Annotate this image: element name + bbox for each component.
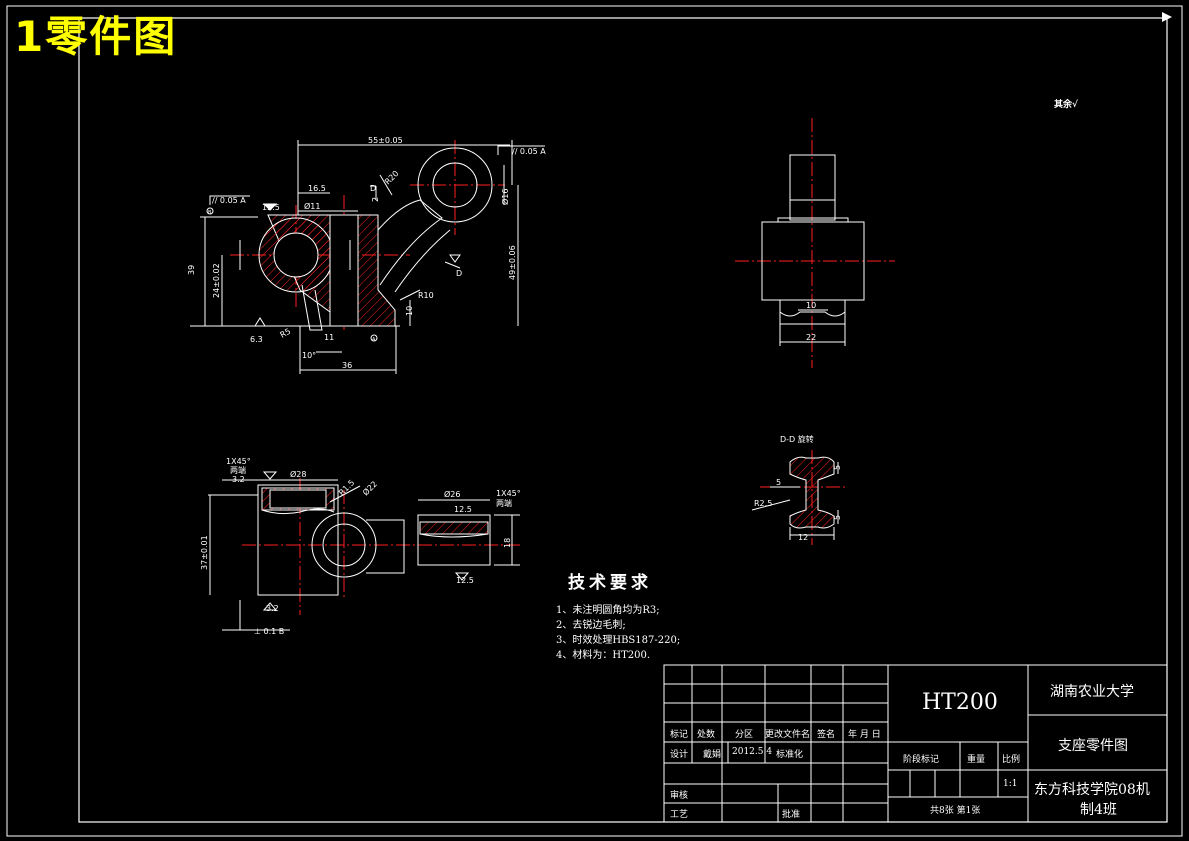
projection-arrow-icon <box>1162 12 1172 22</box>
section-dim-5c: 5 <box>833 515 842 520</box>
tb-col-date: 年 月 日 <box>848 730 881 740</box>
top-rough-3-2: 3.2 <box>232 475 245 484</box>
tb-design: 设计 <box>670 750 689 760</box>
top-dim-28: Ø28 <box>290 469 306 479</box>
top-chamfer-b2: 两端 <box>496 498 512 508</box>
tol-a: // 0.05 A <box>212 196 246 205</box>
main-view <box>190 140 545 374</box>
tech-requirements: 技术要求 1、未注明圆角均为R3; 2、去锐边毛刺; 3、时效处理HBS187-… <box>556 568 680 663</box>
dim-2: 2 <box>371 197 380 202</box>
dim-55: 55±0.05 <box>368 136 403 145</box>
tb-scale: 1:1 <box>1003 779 1018 789</box>
outer-border <box>6 5 1183 837</box>
tb-class-line1: 东方科技学院08机 <box>1034 782 1150 798</box>
inner-border <box>78 17 1168 823</box>
dim-r10: R10 <box>418 291 434 300</box>
tb-standardize: 标准化 <box>776 750 804 760</box>
side-dim-22: 22 <box>806 333 816 342</box>
dim-24: 24±0.02 <box>212 263 221 298</box>
dim-10: 10 <box>405 306 414 316</box>
section-dim-5b: 5 <box>776 478 781 487</box>
tb-material: HT200 <box>922 690 998 715</box>
tb-col-change-doc: 更改文件名 <box>765 730 811 740</box>
tb-class-line2: 制4班 <box>1080 802 1117 818</box>
dim-11b: 11 <box>324 333 334 342</box>
section-view <box>751 450 845 545</box>
section-d-bottom: D <box>456 269 462 278</box>
dim-r5: R5 <box>279 327 293 340</box>
tech-item: 1、未注明圆角均为R3; <box>556 605 660 616</box>
tol-b: // 0.05 A <box>512 147 546 156</box>
tech-item: 2、去锐边毛刺; <box>556 620 626 631</box>
datum-a: A <box>372 337 376 343</box>
top-dim-22: Ø22 <box>360 479 379 498</box>
top-rough-12-5b: 12.5 <box>456 576 474 585</box>
tb-col-sign: 签名 <box>817 730 836 740</box>
section-dim-12: 12 <box>798 533 808 542</box>
tb-drawing-name: 支座零件图 <box>1058 738 1128 754</box>
top-dim-26: Ø26 <box>444 489 460 499</box>
tb-approve: 批准 <box>782 810 801 820</box>
top-rough-12-5: 12.5 <box>454 505 472 514</box>
rough-6-3: 6.3 <box>250 335 263 344</box>
top-rough-3-2b: 3.2 <box>266 604 279 613</box>
dim-39: 39 <box>187 265 196 275</box>
sheet-title: 1零件图 <box>14 12 178 61</box>
top-chamfer-a2: 两端 <box>230 465 246 475</box>
tb-process: 工艺 <box>670 810 689 820</box>
tb-designer: 戴娟 <box>703 750 722 760</box>
section-dim-r2-5: R2.5 <box>754 499 772 508</box>
top-chamfer-a: 1X45° <box>226 457 251 466</box>
top-view <box>208 471 520 631</box>
top-dim-r1-5: R1.5 <box>337 478 356 497</box>
top-tol: ⊥ 0.1 B <box>254 627 284 636</box>
tb-col-mark: 标记 <box>670 730 689 740</box>
section-label: D-D 旋转 <box>780 434 814 444</box>
tb-scale-label: 比例 <box>1002 755 1021 765</box>
tb-col-zone: 分区 <box>735 730 754 740</box>
top-dim-18: 18 <box>503 538 512 548</box>
tb-col-count: 处数 <box>697 730 716 740</box>
dim-r20: R20 <box>383 169 401 187</box>
dim-11: Ø11 <box>304 201 320 211</box>
tb-weight: 重量 <box>967 755 986 765</box>
section-d-top: D <box>370 184 376 193</box>
section-dim-5a: 5 <box>833 465 842 470</box>
surface-finish-note: 其余√ <box>1054 100 1078 110</box>
tech-requirements-title: 技术要求 <box>568 573 652 593</box>
title-block <box>663 664 1168 823</box>
tech-item: 4、材料为：HT200. <box>556 650 651 661</box>
dim-49: 49±0.06 <box>508 245 517 280</box>
datum-b: B <box>208 210 212 216</box>
tb-review: 审核 <box>670 791 689 801</box>
top-dim-37: 37±0.01 <box>200 535 209 570</box>
side-view <box>735 118 895 368</box>
tb-design-date: 2012.5.4 <box>732 747 773 757</box>
top-chamfer-b: 1X45° <box>496 489 521 498</box>
dim-16: Ø16 <box>500 189 510 205</box>
dim-36: 36 <box>342 361 352 370</box>
tech-item: 3、时效处理HBS187-220; <box>556 635 681 646</box>
tb-sheets: 共8张 第1张 <box>930 806 981 816</box>
rough-12-5: 12.5 <box>262 203 280 212</box>
side-dim-10: 10 <box>806 301 816 310</box>
tb-school: 湖南农业大学 <box>1050 684 1134 700</box>
dim-16-5: 16.5 <box>308 184 326 193</box>
tb-stage-mark: 阶段标记 <box>903 755 940 765</box>
dim-10deg: 10° <box>302 351 316 360</box>
